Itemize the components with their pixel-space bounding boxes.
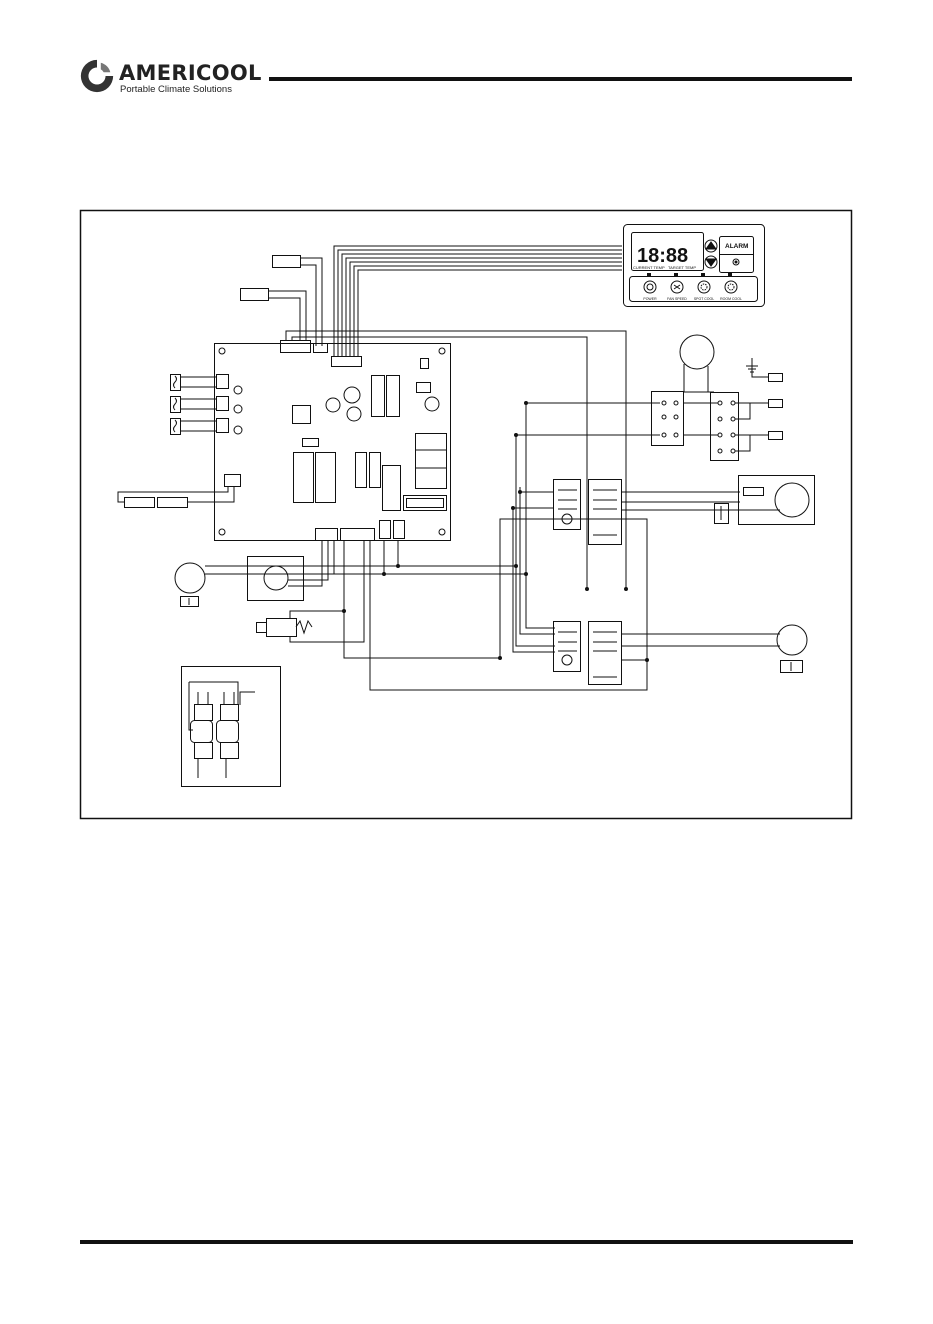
pump-motor [777,625,807,673]
footer-rule [80,1240,853,1244]
sensor-switch-top-2 [241,289,307,341]
main-control-board [215,341,451,541]
panel-ribbon-cable [334,246,622,356]
thermistor-2 [171,397,217,413]
alarm-led-icon [733,259,739,265]
display-readout: 18:88 [637,245,688,267]
fan-motor-left [175,540,526,607]
fan-icon [671,281,683,293]
alarm-label: ALARM [725,243,748,250]
button-label-power: POWER [643,297,657,301]
thermistor-3 [171,419,217,435]
current-temp-label: CURRENT TEMP [633,265,665,270]
down-arrow-icon [705,256,717,268]
contactor-2 [554,622,781,685]
button-label-spot-cool: SPOT COOL [694,297,714,301]
relay-inset [182,667,281,787]
sensor-switch-top-1 [273,256,323,347]
button-label-room-cool: ROOM COOL [720,297,742,301]
terminal-block [683,393,768,461]
power-icon [644,281,656,293]
button-label-fan-speed: FAN SPEED [667,297,687,301]
up-arrow-icon [705,240,717,252]
spot-cool-icon [698,281,710,293]
limit-switch-pair [118,486,234,508]
solenoid-valve [257,540,365,642]
target-temp-label: TARGET TEMP [668,265,696,270]
room-cool-icon [725,281,737,293]
selector-switch [652,392,684,446]
compressor-motor [715,476,815,525]
thermistor-1 [171,375,217,391]
main-fan-motor [680,335,714,392]
